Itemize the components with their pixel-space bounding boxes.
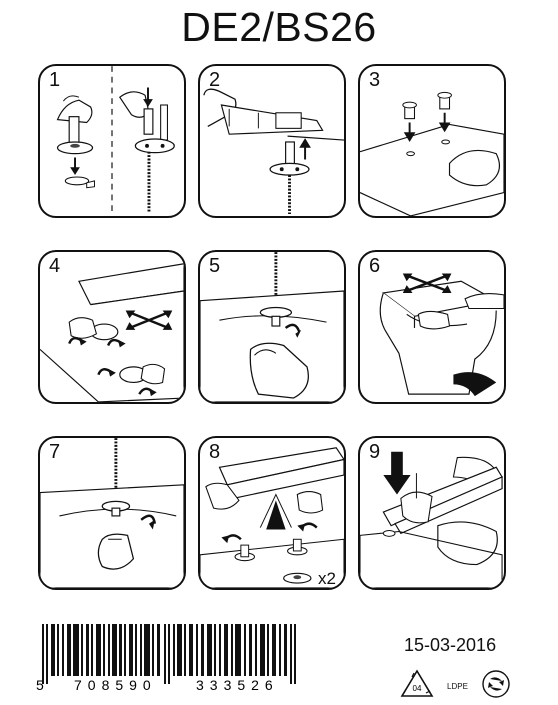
step-panel-8: 8 x2: [198, 436, 346, 590]
recycling-code: 04: [413, 684, 422, 693]
barcode: 5 708590 333526: [36, 624, 296, 693]
step-panel-9: 9: [358, 436, 506, 590]
step-5-illustration: [200, 252, 344, 402]
step-6-illustration: [379, 273, 504, 397]
step-number: 2: [209, 69, 221, 91]
recycling-triangle-icon: 04: [400, 669, 434, 697]
step-panel-1: 1: [38, 64, 186, 218]
quantity-multiplier: x2: [318, 569, 336, 588]
step-2-illustration: [203, 88, 344, 214]
step-number: 4: [49, 255, 61, 277]
step-number: 6: [369, 255, 381, 277]
step-panel-7: 7: [38, 436, 186, 590]
step-panel-6: 6: [358, 250, 506, 404]
step-4-illustration: [40, 263, 184, 402]
step-panel-4: 4: [38, 250, 186, 404]
step-number: 5: [209, 255, 221, 277]
material-label: LDPE: [447, 682, 468, 691]
document-title: DE2/BS26: [181, 4, 377, 50]
step-number: 9: [369, 441, 381, 463]
step-9-illustration: [360, 451, 503, 588]
step-number: 1: [49, 69, 61, 91]
step-number: 8: [209, 441, 221, 463]
step-number: 7: [49, 441, 61, 463]
print-date: 15-03-2016: [404, 635, 497, 655]
step-number: 3: [369, 69, 381, 91]
step-3-illustration: [360, 91, 504, 216]
green-dot-icon: [482, 670, 510, 698]
step-panel-5: 5: [198, 250, 346, 404]
step-panel-2: 2: [198, 64, 346, 218]
step-panel-3: 3: [358, 64, 506, 218]
barcode-right-digits: 333526: [196, 677, 279, 693]
step-1-illustration: [56, 66, 175, 216]
barcode-left-digits: 708590: [74, 677, 157, 693]
barcode-prefix: 5: [36, 677, 44, 693]
step-8-illustration: [200, 447, 344, 588]
step-7-illustration: [40, 438, 184, 588]
